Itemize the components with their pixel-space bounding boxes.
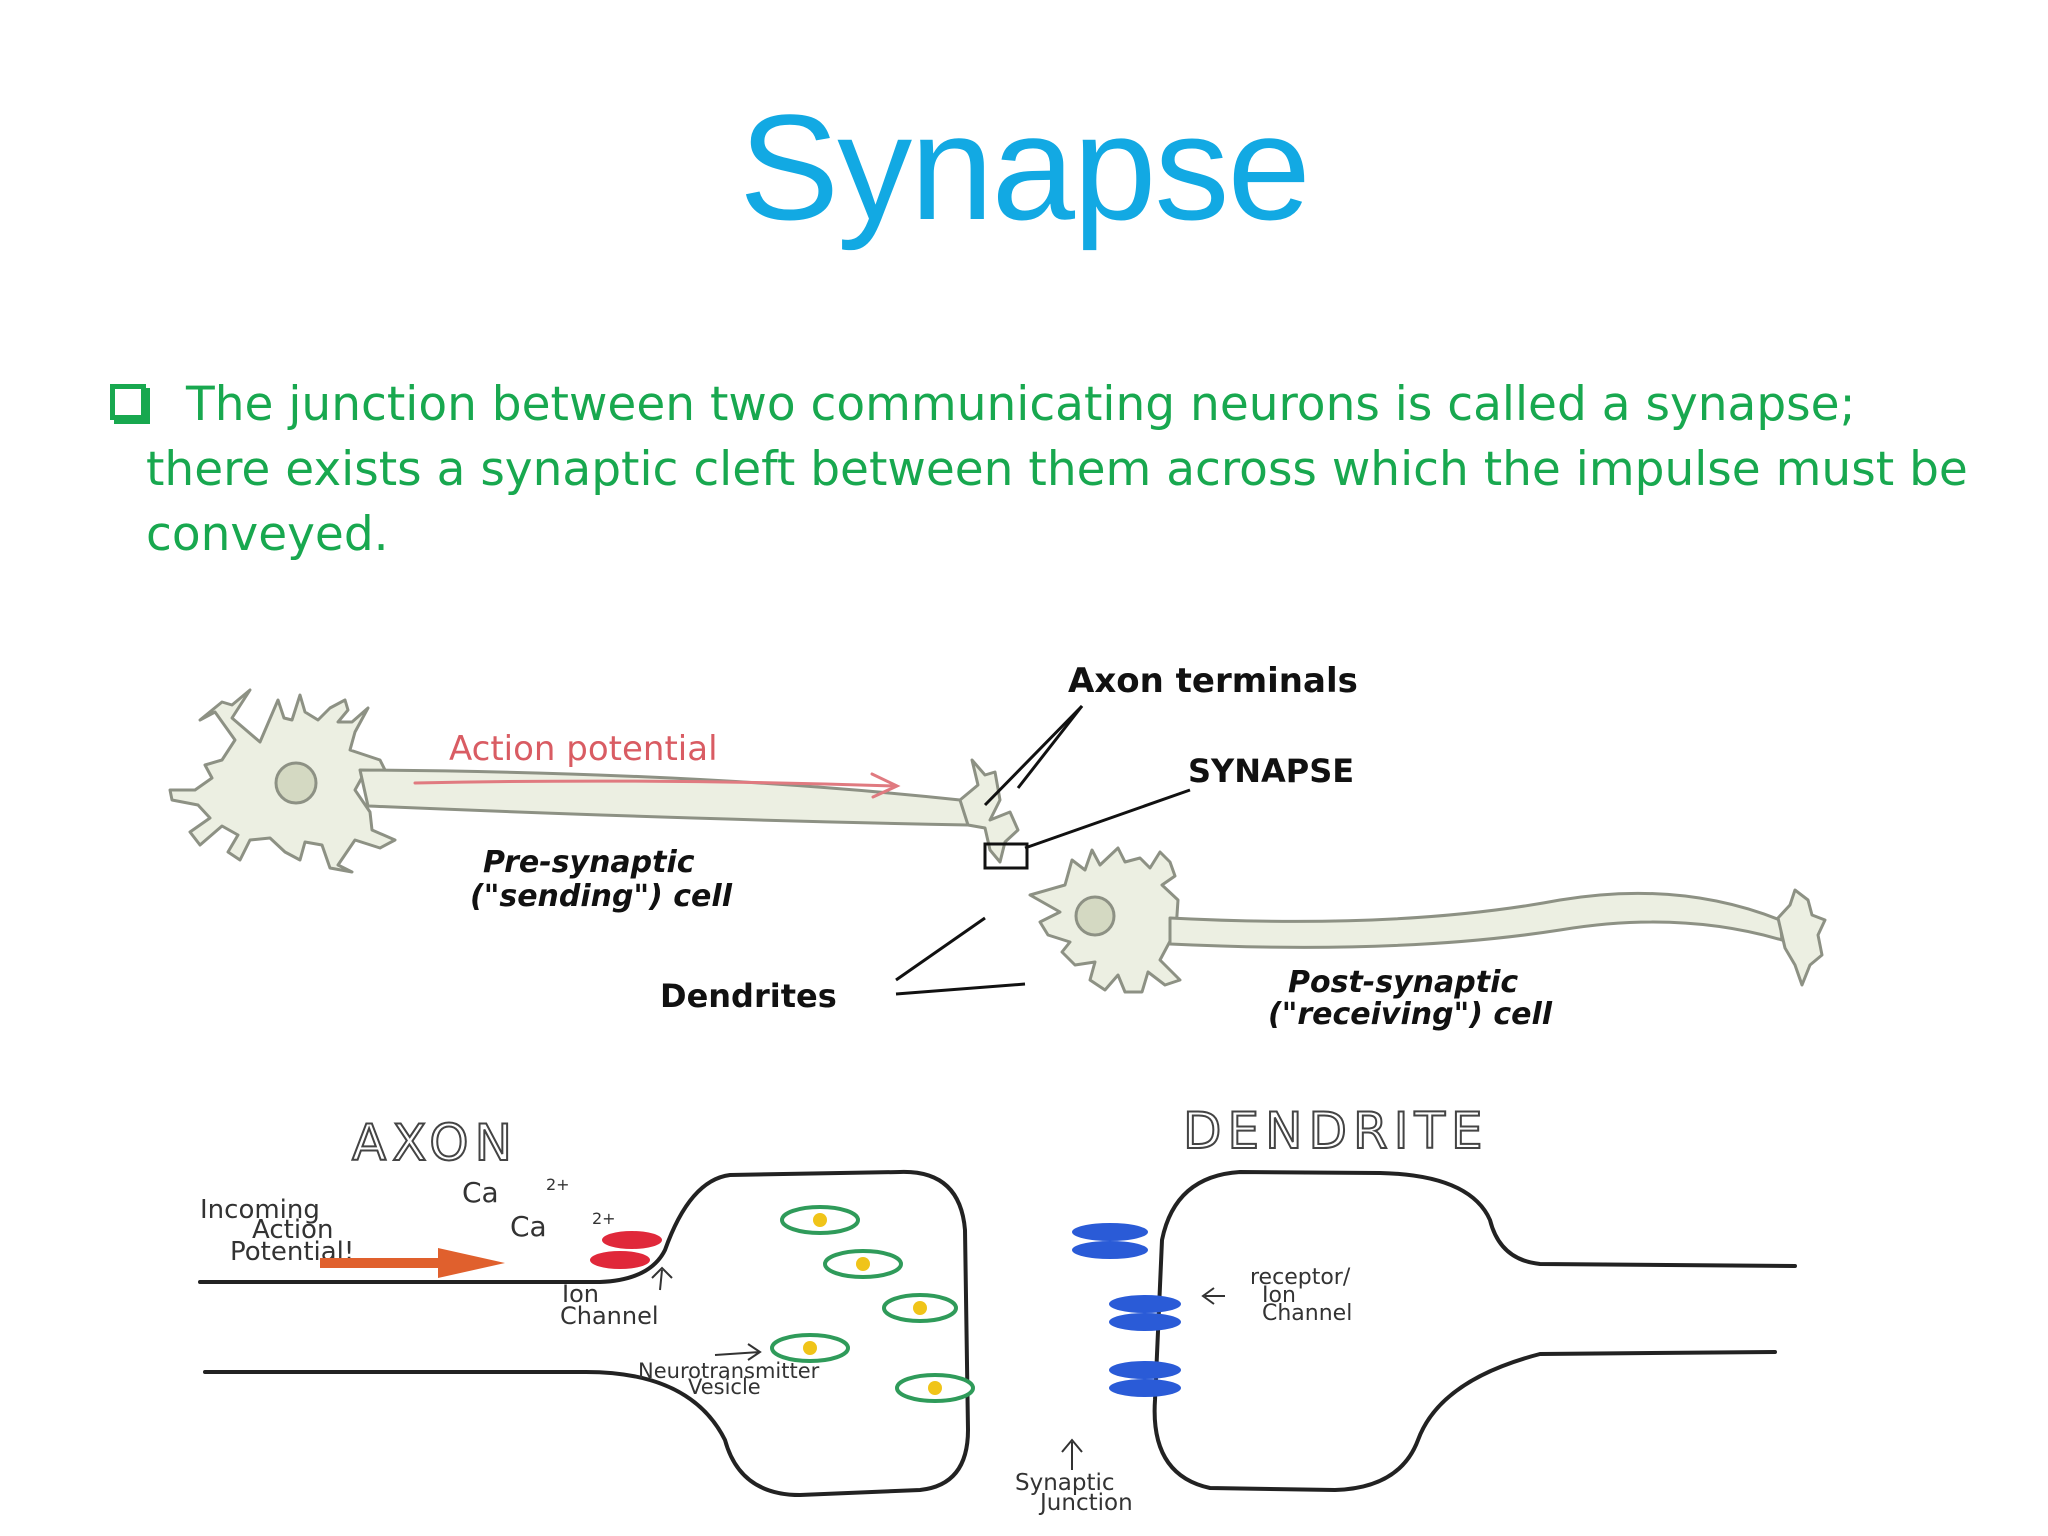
receptor-icon [1109,1361,1181,1379]
junction-pointer-icon [1061,1438,1083,1470]
receptor-icon [1109,1295,1181,1313]
junction-label-line2: Junction [1038,1490,1133,1516]
leader-lines [895,704,1191,996]
presynaptic-label-line1: Pre-synaptic [483,845,695,880]
receptor-icon [1109,1379,1181,1397]
calcium-label-1: Ca [462,1176,499,1209]
incoming-label-line1: Incoming [200,1195,320,1225]
postsynaptic-label-line1: Post-synaptic [1288,965,1518,1000]
receptor-icon [1072,1223,1148,1241]
action-potential-label: Action potential [449,729,718,769]
receptor-icon [1109,1313,1181,1331]
vesicle-icon [882,1293,958,1323]
axon-terminal-outline [198,1169,971,1498]
junction-label-line1: Synaptic [1015,1470,1115,1496]
checkbox-bullet-icon [110,384,146,420]
dendrite-heading: DENDRITE [1183,1102,1489,1160]
incoming-label-line2: Action [252,1215,333,1245]
receptor-pointer-icon [1201,1287,1225,1305]
vesicle-icon [895,1373,975,1403]
presynaptic-label-line2: ("sending") cell [470,879,733,914]
ion-channel-label-line1: Ion [562,1280,599,1308]
presynaptic-nucleus [274,761,318,805]
action-potential-arrow [413,772,901,799]
vesicle-icon [823,1249,903,1279]
vesicle-label-line1: Neurotransmitter [638,1359,820,1383]
dendrite-outline [1152,1169,1797,1493]
vesicle-icon [770,1333,850,1363]
synapse-box-icon [983,842,1029,870]
vesicle-icon [780,1205,860,1235]
vesicle-label-line2: Vesicle [688,1375,761,1399]
ion-channel-pointer-icon [651,1266,673,1291]
axon-heading: AXON [352,1114,518,1172]
receptor-icon [1072,1241,1148,1259]
ion-channel-icon [590,1231,662,1269]
bullet-point: The junction between two communicating n… [110,372,1990,567]
dendrites-label: Dendrites [660,977,837,1015]
receptors [1072,1223,1181,1397]
postsynaptic-terminals [1776,888,1827,987]
calcium-charge-2: 2+ [592,1209,616,1228]
calcium-ion-1: Ca 2+ [462,1175,570,1209]
slide-title: Synapse [739,83,1311,251]
postsynaptic-neuron [1028,846,1827,994]
postsynaptic-nucleus [1074,895,1116,937]
postsynaptic-label-line2: ("receiving") cell [1268,997,1553,1032]
neurotransmitter-vesicles [770,1205,975,1403]
synapse-label: SYNAPSE [1188,752,1354,790]
bullet-text: The junction between two communicating n… [146,377,1968,562]
receptor-label-line3: Channel [1262,1301,1352,1326]
calcium-charge-1: 2+ [546,1175,570,1194]
presynaptic-terminals [958,758,1020,864]
receptor-label-line2: Ion [1262,1283,1296,1308]
receptor-label-line1: receptor/ [1250,1265,1351,1290]
vesicle-pointer-icon [714,1343,762,1361]
postsynaptic-axon [1168,891,1784,949]
incoming-action-potential-arrow-icon [320,1248,505,1278]
calcium-ion-2: Ca 2+ [510,1209,616,1243]
calcium-label-2: Ca [510,1210,547,1243]
axon-terminals-label: Axon terminals [1068,661,1358,701]
ion-channel-label-line2: Channel [560,1302,659,1330]
